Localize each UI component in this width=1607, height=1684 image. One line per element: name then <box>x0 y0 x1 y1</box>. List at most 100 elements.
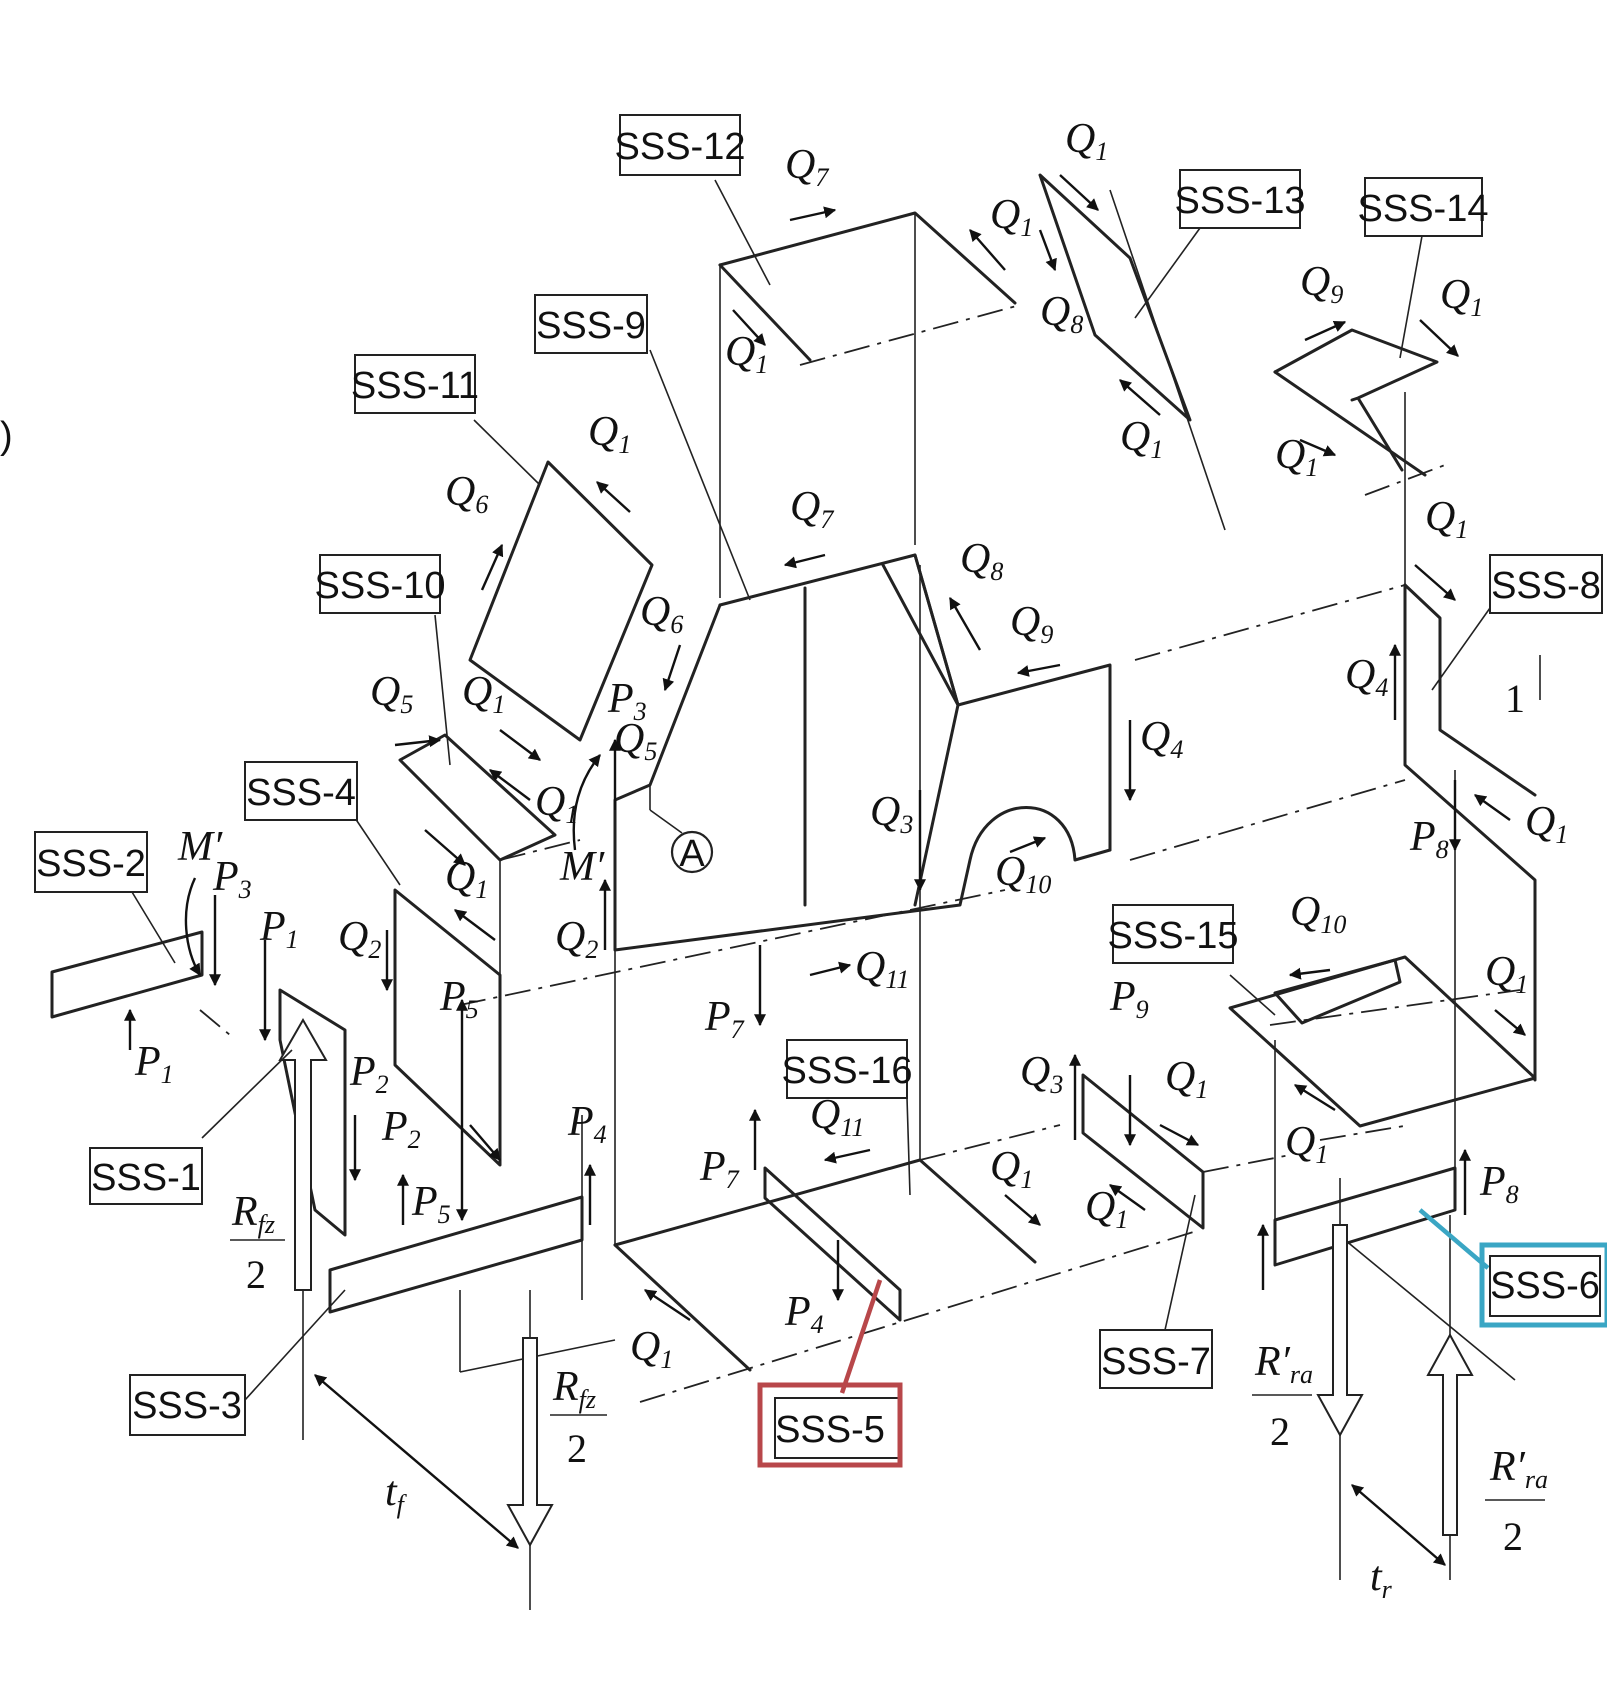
svg-text:2: 2 <box>1270 1409 1290 1454</box>
point-a-label: A <box>679 833 705 875</box>
q1-sss10-right: Q1 <box>535 779 578 829</box>
sss-3-front-sill <box>328 889 1006 1373</box>
point-a-marker: A <box>670 830 714 875</box>
p4-bottom: P4 <box>784 1289 824 1339</box>
p3-left: P3 <box>212 854 252 904</box>
q1-sss13-bottom: Q1 <box>1120 414 1163 464</box>
q1-floor-right: Q1 <box>990 1144 1033 1194</box>
p5-top: P5 <box>439 974 479 1024</box>
clipped-bracket: ) <box>0 415 13 457</box>
q1-sss11: Q1 <box>588 409 631 459</box>
q1-sss13-top: Q1 <box>1065 116 1108 166</box>
q1-sss10-top: Q1 <box>462 669 505 719</box>
q4-right: Q4 <box>1345 652 1388 702</box>
label-sss-1: SSS-1 <box>89 1147 203 1205</box>
label-sss-11: SSS-11 <box>351 354 479 414</box>
label-sss-10: SSS-10 <box>315 554 446 614</box>
p1-top: P1 <box>259 904 299 954</box>
label-sss-15: SSS-15 <box>1108 904 1239 964</box>
p1-bottom: P1 <box>134 1039 174 1089</box>
p4-left: P4 <box>567 1099 607 1149</box>
p8-bottom: P8 <box>1479 1159 1519 1209</box>
track-rear: tr <box>1370 1554 1393 1604</box>
svg-text:2: 2 <box>246 1252 266 1297</box>
svg-text:SSS-1: SSS-1 <box>91 1157 201 1199</box>
sss-6-highlight-leader <box>1418 1208 1490 1270</box>
sss-2-front-crossmember <box>50 930 231 1036</box>
q1-sss8-bottom: Q1 <box>1525 799 1568 849</box>
q1-sss14-right: Q1 <box>1440 272 1483 322</box>
sss-11-rear-window <box>468 460 654 742</box>
p2-top: P2 <box>349 1049 389 1099</box>
q9-mid: Q9 <box>1010 599 1053 649</box>
q5-left: Q5 <box>370 669 413 719</box>
p3-right: P3 <box>607 676 647 726</box>
svg-text:R′ra: R′ra <box>1254 1339 1313 1389</box>
label-sss-4: SSS-4 <box>244 761 358 821</box>
q1-sss12-left: Q1 <box>725 329 768 379</box>
q1-sss8-top: Q1 <box>1425 494 1468 544</box>
sss-12-roof-panel <box>718 211 1021 598</box>
svg-text:SSS-10: SSS-10 <box>315 565 446 607</box>
front-reaction-arrow-up <box>278 1017 328 1291</box>
q3-bottom: Q3 <box>1020 1049 1063 1099</box>
q1-sss4: Q1 <box>445 854 488 904</box>
q6-right: Q6 <box>640 589 683 639</box>
rfz-front-left: Rfz 2 <box>230 1189 285 1297</box>
sss-15-luggage-floor <box>1228 955 1537 1141</box>
label-sss-8: SSS-8 <box>1489 554 1603 614</box>
label-sss-3: SSS-3 <box>129 1374 246 1436</box>
front-reaction-arrow-down <box>506 1337 554 1548</box>
q6-left: Q6 <box>445 469 488 519</box>
q5-right: Q5 <box>614 716 657 766</box>
svg-text:SSS-15: SSS-15 <box>1108 915 1239 957</box>
svg-text:SSS-9: SSS-9 <box>536 305 646 347</box>
svg-text:Rfz: Rfz <box>552 1364 596 1414</box>
svg-text:Rfz: Rfz <box>231 1189 275 1239</box>
q8-top: Q8 <box>1040 289 1083 339</box>
leader-lines <box>131 179 1491 1401</box>
q1-sss12-right: Q1 <box>990 192 1033 242</box>
svg-text:SSS-5: SSS-5 <box>775 1409 885 1451</box>
p7-bottom: P7 <box>699 1144 740 1194</box>
q2-left: Q2 <box>338 914 381 964</box>
sss-5-highlight-leader <box>839 1279 883 1394</box>
q9-top: Q9 <box>1300 259 1343 309</box>
rear-reaction-arrow-up <box>1426 1332 1474 1536</box>
svg-text:SSS-7: SSS-7 <box>1101 1341 1211 1383</box>
sss-5-highlight-box <box>757 1382 903 1468</box>
sss-4-dash-panel <box>393 860 502 1167</box>
force-arrows <box>124 174 1526 1566</box>
label-sss-16: SSS-16 <box>782 1039 912 1099</box>
sss-8-rear-quarter-panel <box>1129 583 1541 1082</box>
q1-sss15-right: Q1 <box>1485 949 1528 999</box>
svg-text:SSS-4: SSS-4 <box>246 772 356 814</box>
label-sss-7: SSS-7 <box>1099 1329 1213 1389</box>
sss-7-rear-crossmember <box>1081 1073 1291 1230</box>
p9: P9 <box>1109 974 1149 1024</box>
p7-top: P7 <box>704 994 745 1044</box>
rra-rear-right: R′ra 2 <box>1485 1444 1548 1559</box>
svg-text:SSS-2: SSS-2 <box>36 843 146 885</box>
svg-text:SSS-8: SSS-8 <box>1491 565 1601 607</box>
rra-rear-left: R′ra 2 <box>1252 1339 1313 1454</box>
label-sss-6: SSS-6 <box>1479 1242 1607 1328</box>
q11-bottom: Q11 <box>810 1092 864 1142</box>
svg-text:SSS-12: SSS-12 <box>615 126 746 168</box>
q3-mid: Q3 <box>870 789 913 839</box>
q1-sss7-bottom: Q1 <box>1085 1184 1128 1234</box>
label-sss-5: SSS-5 <box>757 1382 903 1468</box>
svg-text:SSS-3: SSS-3 <box>132 1385 242 1427</box>
svg-text:SSS-13: SSS-13 <box>1175 180 1306 222</box>
label-sss-14: SSS-14 <box>1358 177 1488 237</box>
svg-text:R′ra: R′ra <box>1489 1444 1548 1494</box>
label-sss-2: SSS-2 <box>34 831 148 893</box>
q4-mid: Q4 <box>1140 714 1183 764</box>
track-front: tf <box>385 1469 408 1519</box>
svg-text:2: 2 <box>567 1426 587 1471</box>
q10-mid: Q10 <box>995 849 1051 899</box>
svg-text:2: 2 <box>1503 1514 1523 1559</box>
rear-reaction-arrow-down <box>1316 1224 1364 1438</box>
m-prime-left: M′ <box>177 824 223 870</box>
